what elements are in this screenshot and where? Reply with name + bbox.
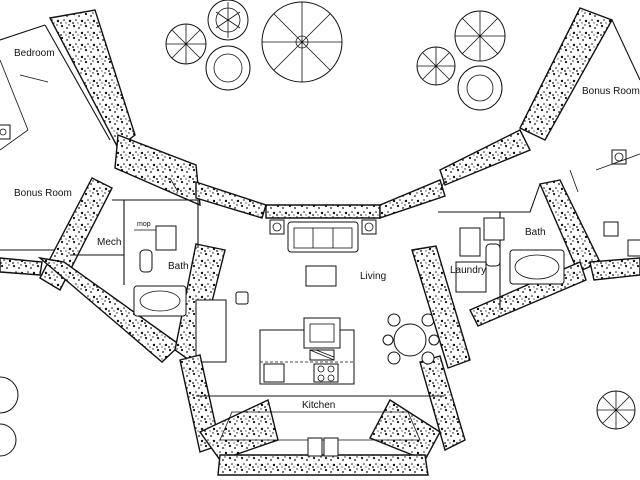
tree-icon xyxy=(207,0,249,41)
room-label-living: Living xyxy=(360,271,387,282)
tree-icon xyxy=(454,10,506,62)
room-label-bedroom: Bedroom xyxy=(14,48,55,59)
tree-icon xyxy=(165,23,207,65)
trees xyxy=(0,0,636,457)
room-label-kitchen: Kitchen xyxy=(302,400,336,411)
room-label-laundry: Laundry xyxy=(450,265,487,276)
right-wing-walls xyxy=(411,7,640,369)
room-label-bonus-room-right: Bonus Room xyxy=(582,86,640,97)
tree-icon xyxy=(261,1,343,83)
room-label-bath-right: Bath xyxy=(525,227,546,238)
tree-icon xyxy=(205,45,251,91)
room-label-mop: mop xyxy=(137,221,151,228)
tree-icon xyxy=(457,65,503,111)
bedroom-wing-walls xyxy=(0,9,201,251)
left-wing-walls xyxy=(0,177,249,367)
tree-icon xyxy=(596,390,636,430)
speaker-icon xyxy=(361,219,377,235)
speaker-icon xyxy=(269,219,285,235)
room-label-mech: Mech xyxy=(97,237,122,248)
tree-icon xyxy=(416,46,456,86)
kitchen-fixtures xyxy=(259,317,355,385)
room-label-bath-left: Bath xyxy=(168,261,189,272)
tree-icon xyxy=(0,376,19,457)
central-walls xyxy=(169,174,466,476)
living-furniture xyxy=(269,219,440,365)
room-label-bonus-room-left: Bonus Room xyxy=(14,188,72,199)
